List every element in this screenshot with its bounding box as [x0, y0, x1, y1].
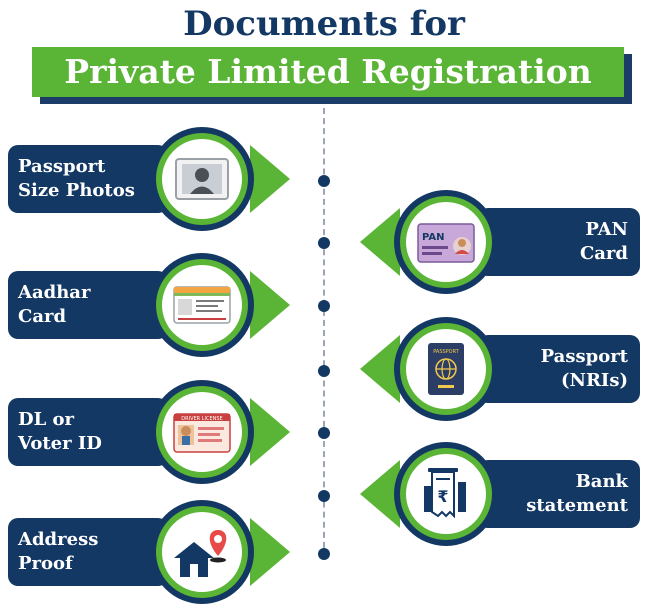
arrow-left [360, 208, 400, 276]
timeline-line [323, 108, 325, 558]
aadhar-card-icon [173, 286, 231, 324]
driver-license-icon: DRIVER LICENSE [173, 413, 231, 453]
arrow-right [250, 271, 290, 339]
timeline-dot [318, 490, 330, 502]
item-card: Passport Size Photos [8, 145, 168, 213]
timeline-dot [318, 365, 330, 377]
item-label: Address Proof [18, 529, 99, 574]
item-card: Aadhar Card [8, 271, 168, 339]
item-card: PAN Card [478, 208, 640, 276]
arrow-left [360, 460, 400, 528]
item-card: DL or Voter ID [8, 398, 168, 466]
home-location-icon [174, 530, 227, 577]
passport-text: PASSPORT [433, 349, 460, 355]
arrow-right [250, 145, 290, 213]
icon-badge: PASSPORT [394, 317, 498, 421]
arrow-left [360, 335, 400, 403]
icon-badge [150, 127, 254, 231]
timeline-dot [318, 237, 330, 249]
arrow-right [250, 398, 290, 466]
item-label: Passport Size Photos [18, 156, 135, 201]
title-line-1: Documents for [183, 4, 465, 44]
icon-badge [150, 253, 254, 357]
title-banner: Private Limited Registration [32, 47, 624, 97]
timeline-dot [318, 300, 330, 312]
bank-receipt-icon: ₹ [424, 468, 466, 519]
timeline-dot [318, 175, 330, 187]
timeline-dot [318, 548, 330, 560]
arrow-right [250, 518, 290, 586]
item-card: Bank statement [478, 460, 640, 528]
icon-badge: ₹ [394, 442, 498, 546]
item-card: Address Proof [8, 518, 168, 586]
icon-badge: PAN [394, 190, 498, 294]
item-label: Passport (NRIs) [540, 346, 628, 391]
item-card: Passport (NRIs) [478, 335, 640, 403]
passport-book-icon: PASSPORT [428, 343, 464, 395]
item-label: Bank statement [526, 471, 628, 516]
item-label: Aadhar Card [18, 282, 91, 327]
item-label: PAN Card [579, 219, 628, 264]
passport-photo-icon [175, 158, 229, 200]
icon-badge: DRIVER LICENSE [150, 380, 254, 484]
svg-text:₹: ₹ [437, 487, 448, 506]
item-label: DL or Voter ID [18, 409, 102, 454]
timeline-dot [318, 427, 330, 439]
license-header-text: DRIVER LICENSE [181, 416, 222, 422]
pan-text: PAN [422, 232, 445, 243]
icon-badge [150, 500, 254, 604]
pan-card-icon: PAN [417, 223, 475, 263]
